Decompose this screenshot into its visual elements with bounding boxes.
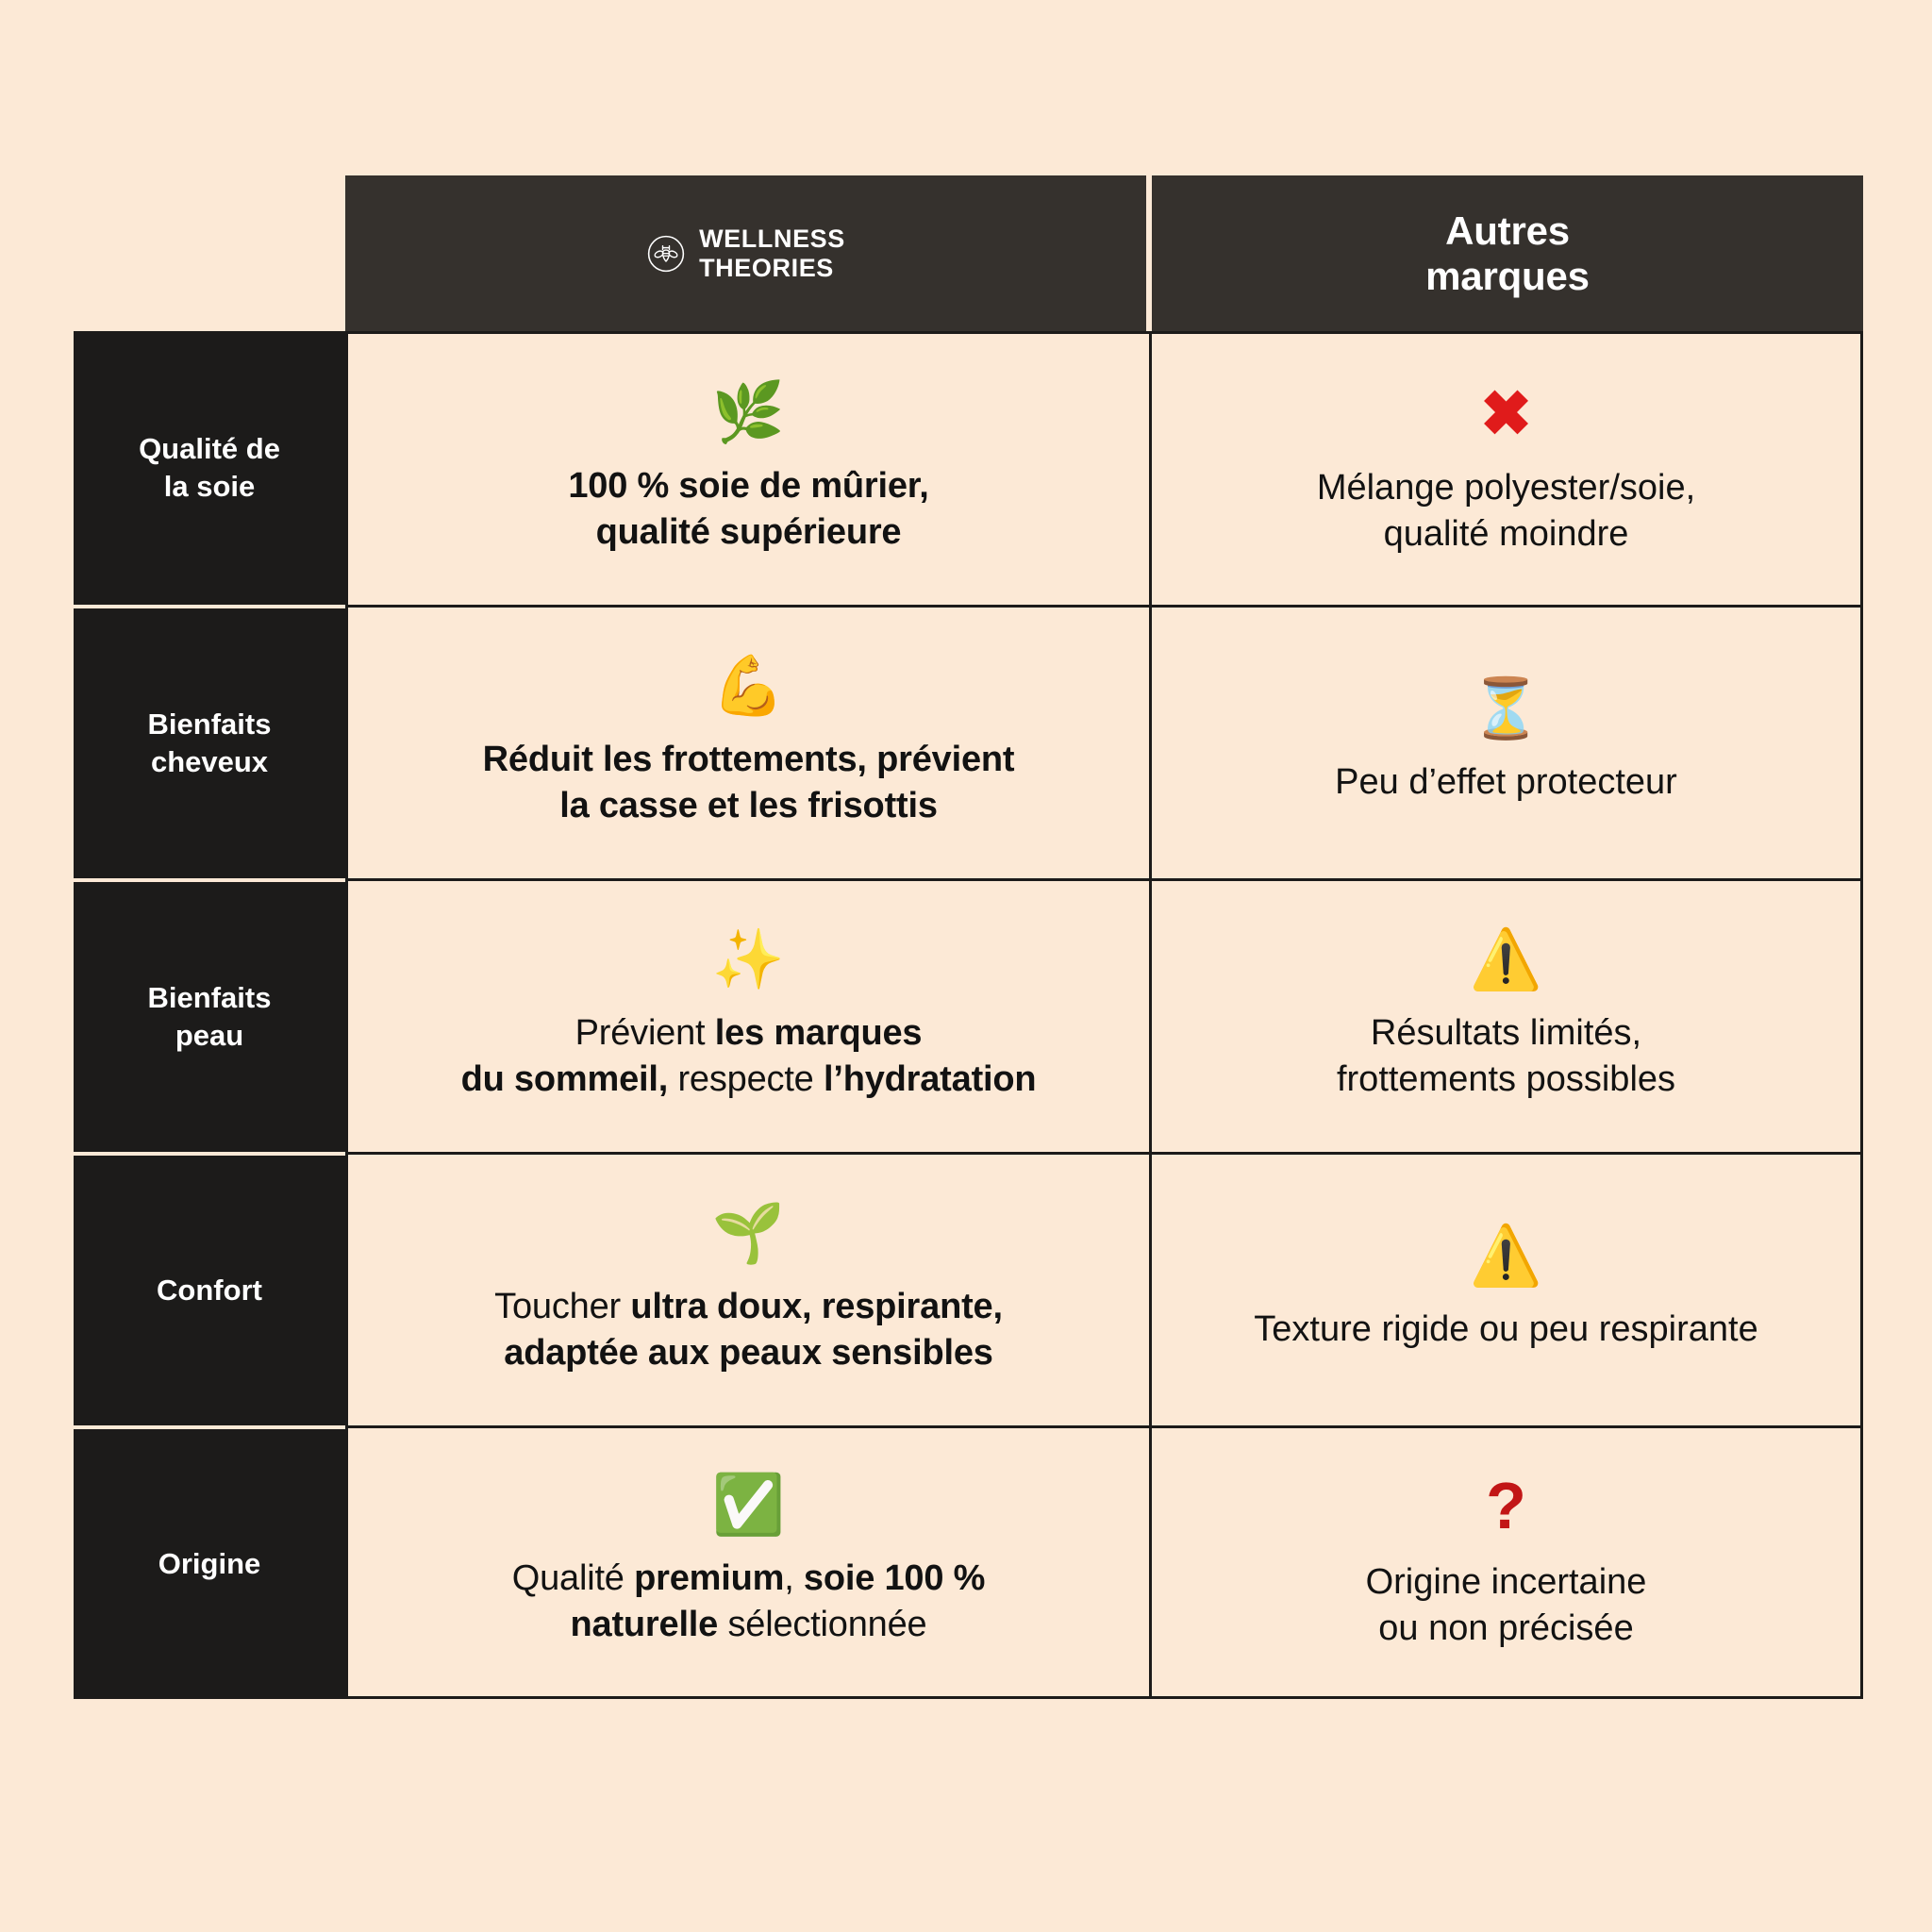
check-mark-button-icon: ✅ [711, 1473, 786, 1539]
hourglass-icon: ⏳ [1469, 676, 1543, 742]
header-other-column: Autres marques [1152, 175, 1863, 331]
header-corner-spacer [74, 175, 345, 331]
header-brand-column: WELLNESS THEORIES [345, 175, 1152, 331]
brand-line-2: THEORIES [699, 253, 834, 282]
sparkles-icon: ✨ [711, 926, 786, 992]
brand-lockup: WELLNESS THEORIES [646, 225, 845, 282]
seedling-icon: 🌱 [711, 1200, 786, 1266]
cell-text: Texture rigide ou peu respirante [1254, 1309, 1758, 1350]
herb-icon: 🌿 [711, 379, 786, 445]
row-label: Confort [74, 1152, 345, 1425]
cell-brand: 🌿 100 % soie de mûrier,qualité supérieure [345, 331, 1152, 605]
flexed-biceps-icon: 💪 [711, 653, 786, 719]
bee-in-circle-icon [647, 235, 685, 272]
cell-other: ⏳ Peu d’effet protecteur [1152, 605, 1863, 878]
warning-icon: ⚠️ [1469, 926, 1543, 992]
cell-text: Mélange polyester/soie,qualité moindre [1316, 467, 1696, 554]
row-label: Origine [74, 1425, 345, 1699]
cell-text: Peu d’effet protecteur [1335, 762, 1677, 803]
cell-text: 100 % soie de mûrier,qualité supérieure [568, 465, 929, 552]
comparison-table: WELLNESS THEORIES Autres marques Qualité… [74, 175, 1863, 1699]
cell-other: ⚠️ Texture rigide ou peu respirante [1152, 1152, 1863, 1425]
header-other-line-1: Autres [1445, 208, 1570, 253]
brand-wordmark: WELLNESS THEORIES [699, 225, 845, 281]
header-other-line-2: marques [1425, 253, 1590, 298]
cross-mark-icon: ✖ [1479, 377, 1533, 448]
warning-icon: ⚠️ [1469, 1224, 1543, 1290]
question-mark-icon: ? [1486, 1469, 1526, 1543]
cell-brand: ✅ Qualité premium, soie 100 %naturelle sé… [345, 1425, 1152, 1699]
cell-other: ⚠️ Résultats limités,frottements possible… [1152, 878, 1863, 1152]
cell-text: Toucher ultra doux, respirante,adaptée a… [494, 1286, 1003, 1373]
cell-brand: 🌱 Toucher ultra doux, respirante,adaptée … [345, 1152, 1152, 1425]
cell-other: ✖ Mélange polyester/soie,qualité moindre [1152, 331, 1863, 605]
cell-text: Qualité premium, soie 100 %naturelle sél… [511, 1558, 986, 1644]
brand-line-1: WELLNESS [699, 225, 845, 254]
cell-text: Résultats limités,frottements possibles [1336, 1012, 1676, 1099]
header-other-text: Autres marques [1425, 208, 1590, 299]
